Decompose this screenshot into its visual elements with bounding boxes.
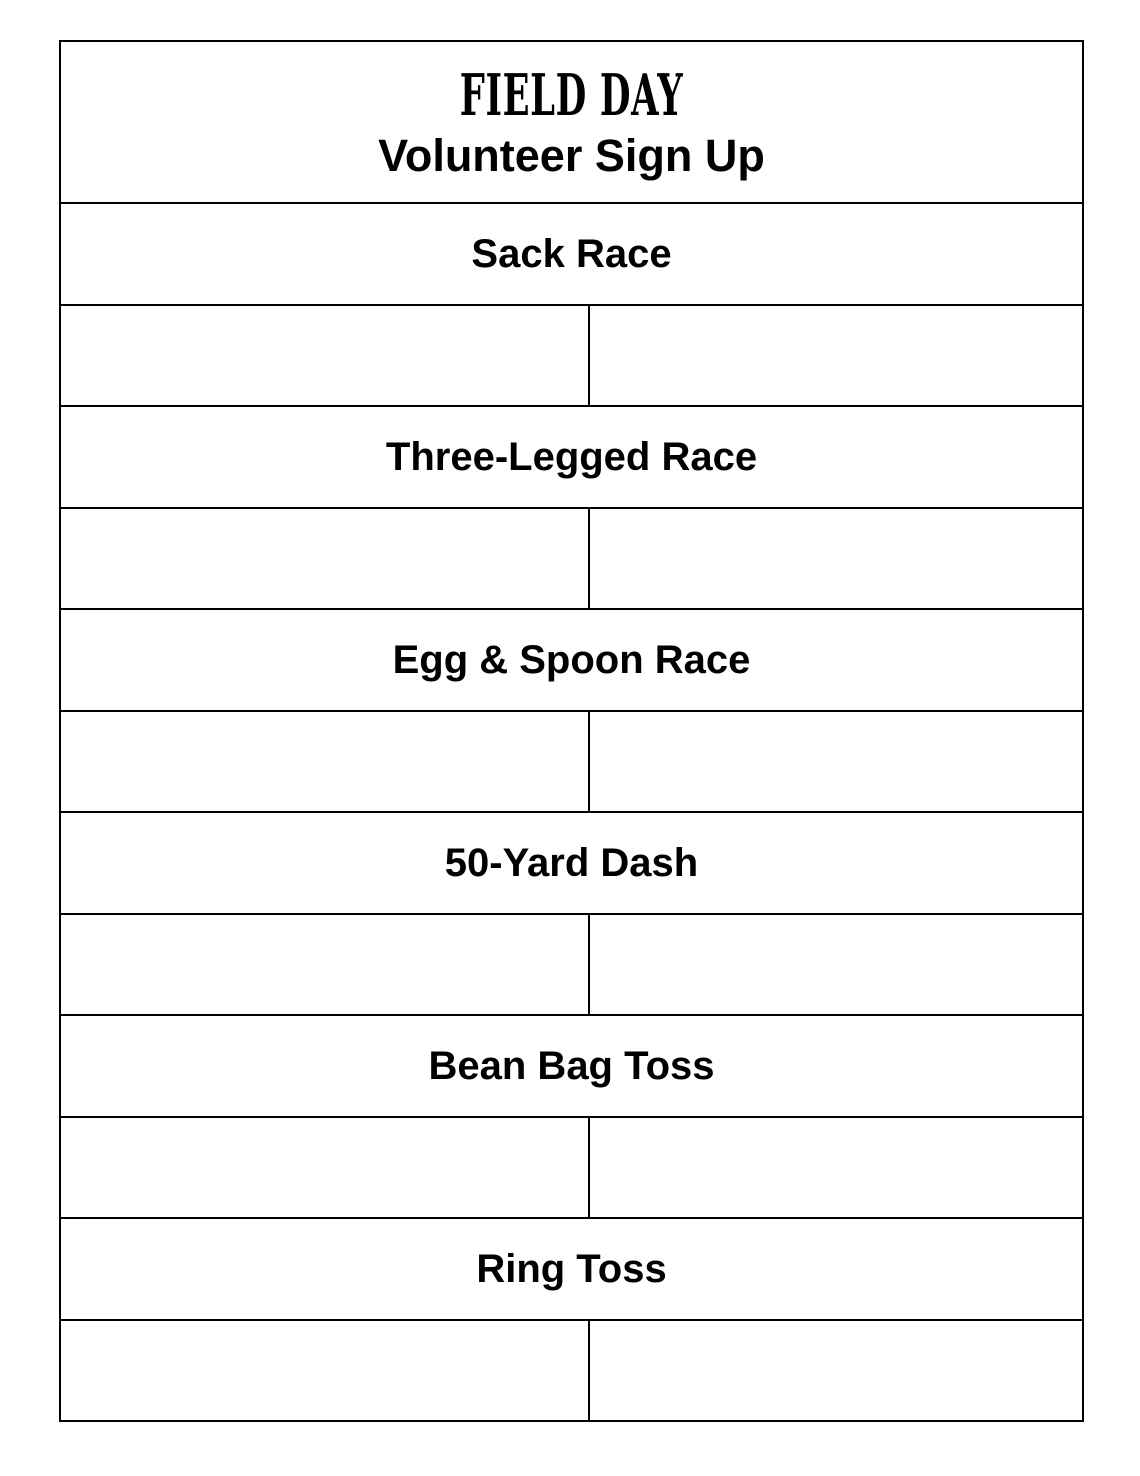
event-label: Egg & Spoon Race <box>392 637 751 682</box>
event-header-row: Three-Legged Race <box>59 405 1084 509</box>
event-header-three-legged-race: Three-Legged Race <box>59 405 1084 509</box>
signup-row <box>59 913 1084 1016</box>
signup-slot-bean-bag-toss-2[interactable] <box>588 1116 1084 1219</box>
signup-slot-three-legged-race-2[interactable] <box>588 507 1084 610</box>
event-header-row: 50-Yard Dash <box>59 811 1084 915</box>
signup-table: FIELD DAY Volunteer Sign Up Sack Race Th… <box>59 40 1084 1422</box>
sheet-subtitle: Volunteer Sign Up <box>378 129 765 181</box>
signup-slot-50-yard-dash-1[interactable] <box>59 913 590 1016</box>
signup-slot-egg-spoon-race-2[interactable] <box>588 710 1084 813</box>
signup-slot-50-yard-dash-2[interactable] <box>588 913 1084 1016</box>
signup-slot-bean-bag-toss-1[interactable] <box>59 1116 590 1219</box>
signup-row <box>59 507 1084 610</box>
sheet-title: FIELD DAY <box>459 61 684 129</box>
event-label: Ring Toss <box>476 1246 667 1291</box>
signup-slot-three-legged-race-1[interactable] <box>59 507 590 610</box>
signup-sheet: FIELD DAY Volunteer Sign Up Sack Race Th… <box>59 40 1084 1422</box>
event-header-ring-toss: Ring Toss <box>59 1217 1084 1321</box>
signup-slot-ring-toss-1[interactable] <box>59 1319 590 1422</box>
signup-slot-sack-race-2[interactable] <box>588 304 1084 407</box>
event-header-50-yard-dash: 50-Yard Dash <box>59 811 1084 915</box>
signup-row <box>59 1319 1084 1422</box>
event-label: Bean Bag Toss <box>428 1043 715 1088</box>
title-cell: FIELD DAY Volunteer Sign Up <box>59 40 1084 204</box>
event-header-egg-spoon-race: Egg & Spoon Race <box>59 608 1084 712</box>
event-header-sack-race: Sack Race <box>59 202 1084 306</box>
event-header-row: Sack Race <box>59 202 1084 306</box>
event-header-row: Egg & Spoon Race <box>59 608 1084 712</box>
event-header-bean-bag-toss: Bean Bag Toss <box>59 1014 1084 1118</box>
signup-row <box>59 710 1084 813</box>
signup-row <box>59 1116 1084 1219</box>
event-label: Sack Race <box>471 231 672 276</box>
event-header-row: Ring Toss <box>59 1217 1084 1321</box>
event-header-row: Bean Bag Toss <box>59 1014 1084 1118</box>
signup-row <box>59 304 1084 407</box>
title-row: FIELD DAY Volunteer Sign Up <box>59 40 1084 204</box>
event-label: 50-Yard Dash <box>444 840 699 885</box>
signup-slot-ring-toss-2[interactable] <box>588 1319 1084 1422</box>
signup-slot-egg-spoon-race-1[interactable] <box>59 710 590 813</box>
event-label: Three-Legged Race <box>385 434 758 479</box>
signup-slot-sack-race-1[interactable] <box>59 304 590 407</box>
